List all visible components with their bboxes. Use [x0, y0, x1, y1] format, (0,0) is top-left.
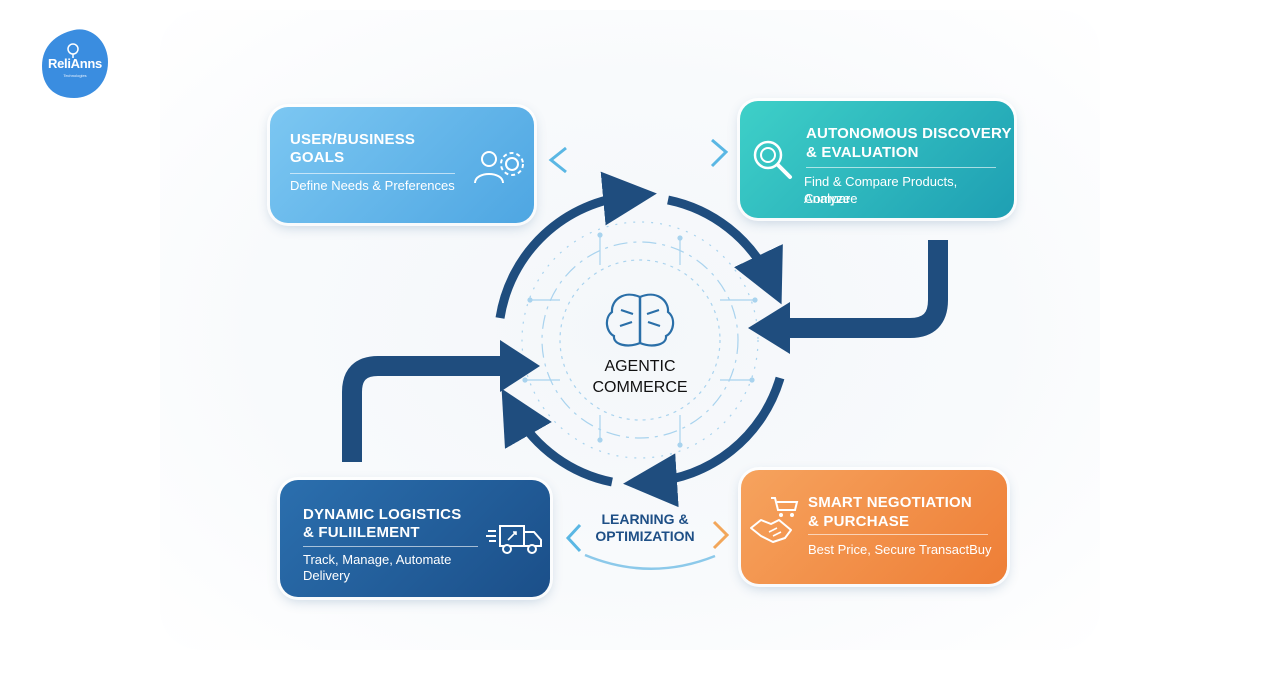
logo-subtitle: Technologies [63, 73, 87, 78]
card-title-line2: & EVALUATION [806, 144, 919, 161]
chevron-left-icon [548, 146, 567, 174]
learning-label-line2: OPTIMIZATION [595, 528, 695, 544]
card-dynamic-logistics[interactable]: DYNAMIC LOGISTICS & FULIILEMENT Track, M… [280, 480, 550, 597]
card-description: Best Price, Secure TransactBuy [808, 542, 992, 557]
company-logo: ReliAnns Technologies [40, 28, 110, 100]
learning-optimization-label: LEARNING & OPTIMIZATION [590, 511, 700, 545]
card-divider [806, 167, 996, 168]
cycle-arrows [495, 171, 785, 508]
card-divider [808, 534, 988, 535]
center-label-line2: COMMERCE [592, 379, 688, 396]
delivery-truck-icon [486, 525, 542, 554]
center-label: AGENTIC COMMERCE [560, 356, 720, 398]
learning-curve [584, 553, 716, 570]
card-user-business-goals[interactable]: USER/BUSINESS GOALS Define Needs & Prefe… [270, 107, 534, 223]
circuit-ring [521, 221, 759, 459]
logo-text: ReliAnns [48, 56, 102, 71]
card-title-line1: SMART NEGOTIATION [808, 494, 972, 511]
return-arrow-logistics-head [500, 340, 540, 392]
logo-blob-icon [42, 29, 108, 98]
card-title-line1: USER/BUSINESS [290, 131, 416, 148]
card-divider [290, 173, 455, 174]
card-description-line1: Find & Compare Products, Compare [804, 174, 958, 206]
card-description: Define Needs & Preferences [290, 178, 455, 193]
card-title-line2: GOALS [290, 149, 345, 166]
brain-icon [605, 293, 675, 347]
cycle-arrow-top [495, 171, 657, 319]
chevron-right-icon [710, 138, 729, 168]
card-title-line1: AUTONOMOUS DISCOVERY [806, 125, 1012, 142]
card-divider [303, 546, 478, 547]
card-smart-negotiation[interactable]: SMART NEGOTIATION & PURCHASE Best Price,… [741, 470, 1007, 584]
learning-label-line1: LEARNING & [601, 511, 689, 527]
return-arrow-discovery [790, 240, 948, 338]
card-description-line2: Delivery [303, 568, 350, 583]
center-label-line1: AGENTIC [604, 358, 676, 375]
card-title-line2: & PURCHASE [808, 513, 910, 530]
card-autonomous-discovery[interactable]: AUTONOMOUS DISCOVERY & EVALUATION Find &… [740, 101, 1014, 218]
cycle-arrow-right [667, 195, 783, 305]
card-description-line1: Track, Manage, Automate [303, 552, 452, 567]
card-title-line2: & FULIILEMENT [303, 524, 420, 541]
return-arrow-discovery-head [748, 302, 790, 354]
return-arrow-logistics [342, 356, 500, 462]
card-description-line2: Analyze [804, 191, 851, 206]
cycle-arrow-left [501, 388, 613, 487]
magnifier-icon [753, 140, 792, 179]
chevron-right-learning-icon [712, 520, 730, 550]
user-gear-icon [474, 151, 524, 184]
chevron-left-learning-icon [565, 523, 582, 553]
cycle-arrow-bottom [623, 376, 785, 508]
handshake-cart-icon [750, 497, 799, 543]
card-title-line1: DYNAMIC LOGISTICS [303, 506, 462, 523]
